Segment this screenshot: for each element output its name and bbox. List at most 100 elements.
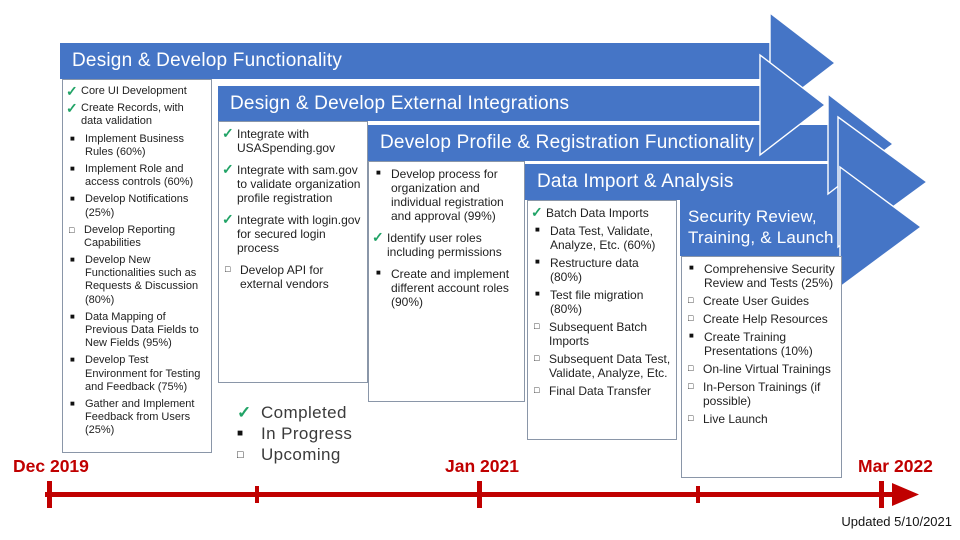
filled-square-icon: ■ (70, 398, 75, 408)
task-item: □Final Data Transfer (534, 384, 652, 399)
empty-square-icon: □ (688, 363, 694, 374)
legend-label: Upcoming (261, 444, 341, 464)
timeline-tick-major (879, 481, 884, 508)
filled-square-icon: ■ (70, 163, 75, 173)
task-item: □On-line Virtual Trainings (688, 362, 831, 377)
task-item: ■Data Test, Validate, Analyze, Etc. (60%… (532, 224, 673, 252)
task-item: ✓Create Records, with data validation (66, 100, 184, 128)
filled-square-icon: ■ (70, 133, 75, 143)
timeline-label-start: Dec 2019 (13, 456, 89, 476)
empty-square-icon: □ (534, 385, 540, 396)
banner-security-review-launch: Security Review, Training, & Launch (680, 200, 842, 256)
timeline-axis (45, 492, 895, 497)
empty-square-icon: □ (237, 448, 245, 461)
task-item: □Create Help Resources (688, 312, 828, 327)
task-list-profile-registration: ■Develop process for organization and in… (368, 161, 525, 402)
check-icon: ✓ (237, 402, 252, 422)
banner-title: Security Review, Training, & Launch (688, 207, 834, 247)
task-item: ✓Batch Data Imports (531, 204, 649, 220)
filled-square-icon: ■ (70, 355, 75, 365)
banner-data-import-analysis: Data Import & Analysis (525, 164, 840, 200)
filled-square-icon: ■ (376, 268, 381, 278)
banner-profile-registration: Develop Profile & Registration Functiona… (368, 125, 832, 161)
task-list-external-integrations: ✓Integrate with USASpending.gov ✓Integra… (218, 121, 368, 383)
task-item: ✓Integrate with login.gov for secured lo… (222, 211, 361, 256)
empty-square-icon: □ (688, 295, 694, 306)
task-item: ■Develop process for organization and in… (373, 167, 521, 223)
timeline-label-end: Mar 2022 (858, 456, 933, 476)
task-item: ■Test file migration (80%) (532, 288, 673, 316)
banner-design-develop-functionality: Design & Develop Functionality (60, 43, 776, 79)
timeline-tick-minor (255, 486, 259, 503)
task-item: ■Develop Notifications (25%) (67, 193, 208, 219)
timeline-tick-minor (696, 486, 700, 503)
filled-square-icon: ■ (70, 194, 75, 204)
filled-square-icon: ■ (535, 289, 540, 299)
arrow-head-icon (839, 165, 923, 289)
check-icon: ✓ (66, 83, 78, 99)
task-list-design-develop-functionality: ✓Core UI Development ✓Create Records, wi… (62, 79, 212, 453)
empty-square-icon: □ (534, 353, 540, 364)
task-item: □In-Person Trainings (if possible) (688, 380, 821, 409)
empty-square-icon: □ (688, 313, 694, 324)
task-list-security-review-launch: ■Comprehensive Security Review and Tests… (681, 256, 842, 478)
banner-title: Design & Develop External Integrations (230, 92, 570, 114)
task-item: ■Develop New Functionalities such as Req… (67, 254, 208, 307)
task-item: ■Gather and Implement Feedback from User… (67, 398, 208, 438)
legend-in-progress: ■ In Progress (237, 423, 352, 444)
task-item: ■Restructure data (80%) (532, 256, 673, 284)
task-item: ■Create Training Presentations (10%) (686, 330, 838, 358)
task-item: ✓Integrate with sam.gov to validate orga… (222, 161, 361, 206)
check-icon: ✓ (222, 161, 234, 178)
banner-title: Develop Profile & Registration Functiona… (380, 132, 755, 154)
check-icon: ✓ (222, 211, 234, 228)
task-item: ■Implement Business Rules (60%) (67, 133, 208, 159)
check-icon: ✓ (372, 229, 384, 246)
legend-label: Completed (261, 402, 347, 422)
timeline-label-mid: Jan 2021 (445, 456, 519, 476)
empty-square-icon: □ (69, 224, 75, 235)
task-item: □Develop Reporting Capabilities (69, 223, 176, 249)
task-item: ✓Core UI Development (66, 83, 187, 99)
task-item: □Create User Guides (688, 294, 810, 309)
legend-label: In Progress (261, 423, 353, 443)
banner-title: Design & Develop Functionality (72, 50, 343, 72)
task-item: ■Create and implement different account … (373, 267, 521, 309)
legend-upcoming: □ Upcoming (237, 444, 352, 465)
task-item: ✓Identify user roles including permissio… (372, 229, 502, 260)
banner-title: Data Import & Analysis (537, 171, 734, 193)
check-icon: ✓ (531, 204, 543, 220)
arrow-head-icon (759, 53, 827, 157)
check-icon: ✓ (222, 125, 234, 141)
task-item: ■Develop Test Environment for Testing an… (67, 354, 208, 394)
check-icon: ✓ (66, 100, 78, 117)
banner-external-integrations: Design & Develop External Integrations (218, 86, 764, 121)
filled-square-icon: ■ (237, 428, 244, 439)
task-item: □Subsequent Data Test, Validate, Analyze… (534, 352, 671, 381)
legend: ✓ Completed ■ In Progress □ Upcoming (237, 402, 352, 465)
legend-completed: ✓ Completed (237, 402, 352, 423)
task-item: ■Data Mapping of Previous Data Fields to… (67, 311, 208, 351)
task-item: ■Comprehensive Security Review and Tests… (686, 262, 838, 290)
timeline-arrow-icon (892, 483, 919, 506)
filled-square-icon: ■ (535, 225, 540, 235)
timeline-tick-major (477, 481, 482, 508)
filled-square-icon: ■ (535, 257, 540, 267)
updated-date: Updated 5/10/2021 (841, 514, 952, 529)
empty-square-icon: □ (688, 381, 694, 392)
task-item: ✓Integrate with USASpending.gov (222, 125, 336, 156)
task-item: □Develop API for external vendors (225, 263, 329, 292)
filled-square-icon: ■ (689, 263, 694, 272)
filled-square-icon: ■ (376, 168, 381, 177)
filled-square-icon: ■ (70, 311, 75, 321)
task-item: ■Implement Role and access controls (60%… (67, 163, 208, 189)
task-list-data-import-analysis: ✓Batch Data Imports ■Data Test, Validate… (527, 200, 677, 440)
filled-square-icon: ■ (689, 331, 694, 341)
empty-square-icon: □ (688, 413, 694, 424)
task-item: □Subsequent Batch Imports (534, 320, 648, 349)
timeline-tick-major (47, 481, 52, 508)
task-item: □Live Launch (688, 412, 768, 427)
filled-square-icon: ■ (70, 255, 75, 265)
empty-square-icon: □ (534, 321, 540, 332)
